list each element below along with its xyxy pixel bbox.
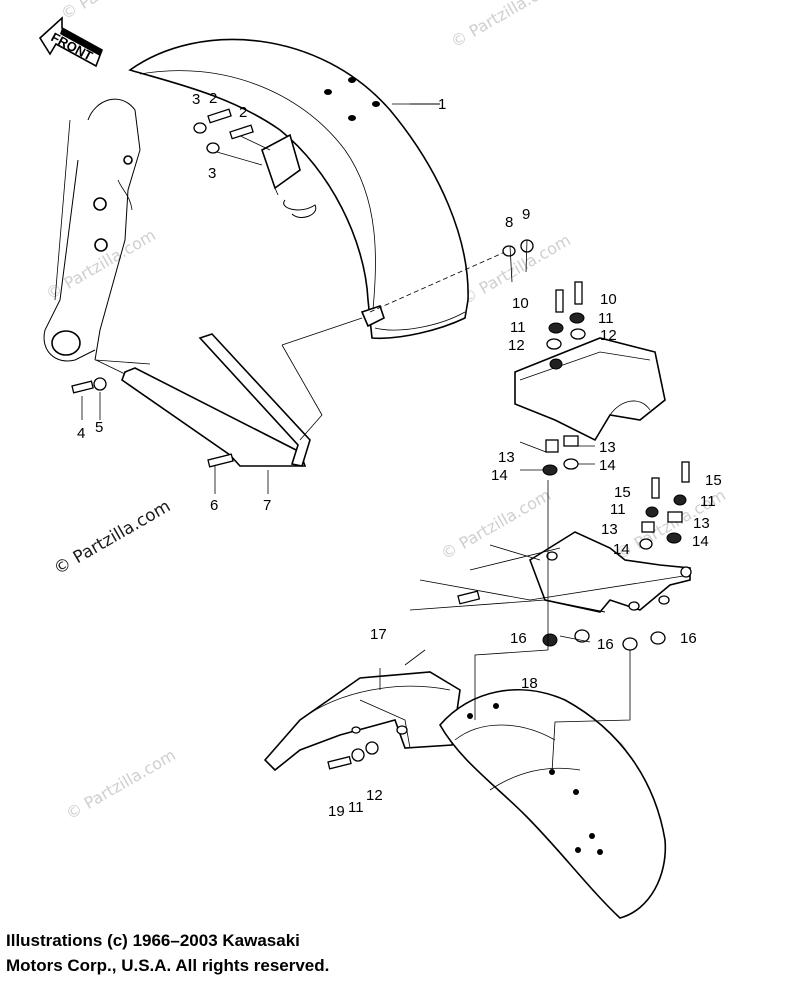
watermark-main: © Partzilla.com xyxy=(51,496,175,579)
callout-1: 1 xyxy=(438,96,446,113)
leader-lines xyxy=(81,103,595,643)
callout-14a: 14 xyxy=(491,467,508,484)
watermark-7: © Partzilla.com xyxy=(63,745,179,823)
hardware-19-11-12 xyxy=(327,741,379,770)
callout-12c: 12 xyxy=(366,787,383,804)
callout-10b: 10 xyxy=(600,291,617,308)
hardware-right xyxy=(639,461,690,550)
callout-7: 7 xyxy=(263,497,271,514)
callout-2b: 2 xyxy=(239,104,247,121)
callout-10a: 10 xyxy=(512,295,529,312)
hardware-16 xyxy=(542,629,666,651)
hardware-2-3 xyxy=(193,108,254,154)
callout-12b: 12 xyxy=(600,327,617,344)
callouts: 1 2 2 3 3 4 5 6 7 8 9 10 10 11 11 12 12 … xyxy=(77,90,722,820)
rear-fender xyxy=(439,689,667,919)
callout-11c: 11 xyxy=(700,493,716,510)
copyright-line-2: Motors Corp., U.S.A. All rights reserved… xyxy=(6,956,330,975)
rear-inner-panel xyxy=(514,337,666,442)
callout-14d: 14 xyxy=(692,533,709,550)
callout-15a: 15 xyxy=(614,484,631,501)
callout-12a: 12 xyxy=(508,337,525,354)
copyright-line-1: Illustrations (c) 1966–2003 Kawasaki xyxy=(6,931,300,950)
callout-13b: 13 xyxy=(599,439,616,456)
callout-16b: 16 xyxy=(597,636,614,653)
callout-13d: 13 xyxy=(693,515,710,532)
callout-3b: 3 xyxy=(208,165,216,182)
callout-11b: 11 xyxy=(598,310,614,327)
callout-3a: 3 xyxy=(192,91,200,108)
front-arrow: FRONT xyxy=(38,16,103,68)
callout-13c: 13 xyxy=(601,521,618,538)
fender-stay xyxy=(95,317,363,467)
hardware-10-11-12 xyxy=(546,281,586,350)
rear-fender-front xyxy=(263,649,461,772)
callout-17: 17 xyxy=(370,626,387,643)
copyright-notice: Illustrations (c) 1966–2003 Kawasaki Mot… xyxy=(6,928,426,978)
callout-11e: 11 xyxy=(348,799,364,816)
callout-6: 6 xyxy=(210,497,218,514)
callout-8: 8 xyxy=(505,214,513,231)
callout-16c: 16 xyxy=(680,630,697,647)
callout-14b: 14 xyxy=(599,457,616,474)
front-fork xyxy=(43,98,151,365)
fender-bracket xyxy=(209,131,317,218)
callout-19: 19 xyxy=(328,803,345,820)
callout-11d: 11 xyxy=(610,501,626,518)
callout-2a: 2 xyxy=(209,90,217,107)
callout-16a: 16 xyxy=(510,630,527,647)
callout-4: 4 xyxy=(77,425,85,442)
watermark-2: © Partzilla.com xyxy=(58,0,174,23)
hardware-4-5-6 xyxy=(71,377,234,468)
callout-18: 18 xyxy=(521,675,538,692)
callout-5: 5 xyxy=(95,419,103,436)
callout-9: 9 xyxy=(522,206,530,223)
callout-14c: 14 xyxy=(613,541,630,558)
hardware-13-14 xyxy=(542,435,579,476)
callout-15b: 15 xyxy=(705,472,722,489)
watermark-5: © Partzilla.com xyxy=(438,485,554,563)
connector-lines xyxy=(379,480,631,773)
watermark-1: © Partzilla.com xyxy=(448,0,564,51)
callout-11a: 11 xyxy=(510,319,526,336)
callout-13a: 13 xyxy=(498,449,515,466)
front-fender xyxy=(128,38,506,340)
frame-member xyxy=(409,531,692,613)
